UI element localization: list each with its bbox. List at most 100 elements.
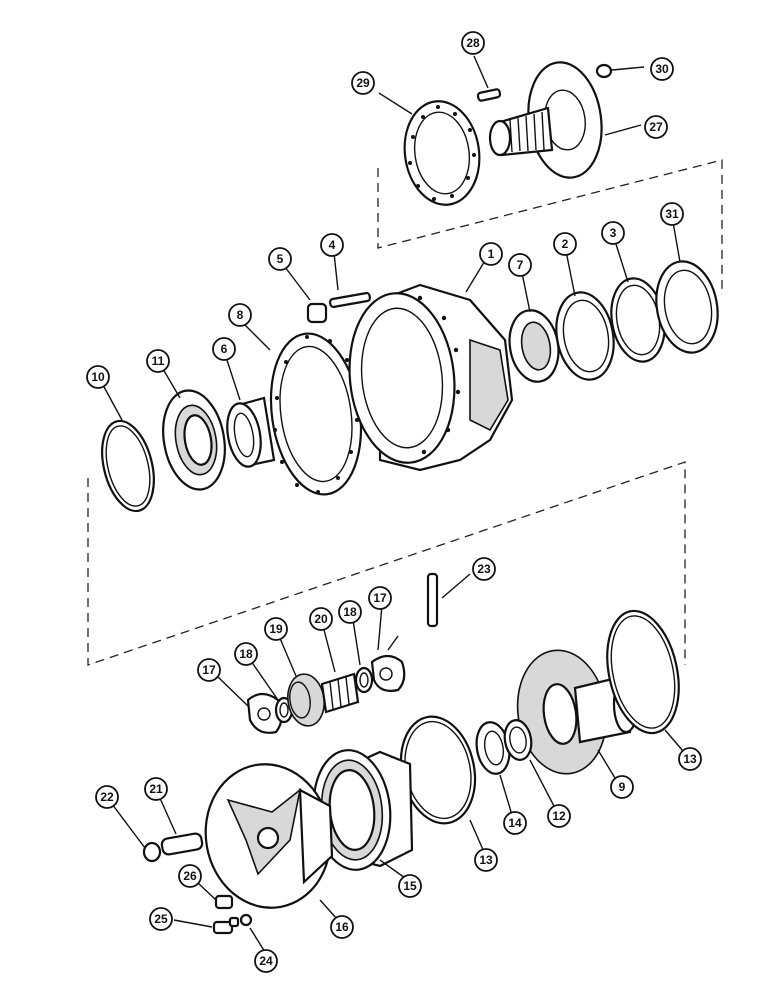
callout-circle — [178, 864, 202, 888]
callout-20: 20 — [309, 607, 333, 631]
callout-8: 8 — [228, 303, 252, 327]
callout-number: 16 — [335, 920, 349, 934]
part-flange-shaft-27 — [488, 61, 603, 179]
callout-number: 4 — [329, 238, 336, 252]
callout-circle — [479, 242, 503, 266]
callout-circle — [368, 586, 392, 610]
part-snap-ring-10 — [101, 419, 155, 513]
callout-number: 24 — [259, 954, 273, 968]
part-washer-24 — [239, 913, 253, 927]
part-seal-31 — [655, 260, 719, 354]
callout-circle — [309, 607, 333, 631]
callout-circle — [461, 31, 485, 55]
callout-circle — [644, 115, 668, 139]
part-needle-bearing-20 — [320, 672, 360, 714]
callout-29: 29 — [351, 71, 375, 95]
callout-number: 23 — [477, 562, 491, 576]
part-thrust-washer-17b — [370, 654, 406, 692]
callout-number: 20 — [314, 612, 328, 626]
callout-14: 14 — [503, 811, 527, 835]
part-washer-18b — [354, 666, 374, 694]
callout-circle — [508, 253, 532, 277]
callout-number: 7 — [517, 258, 524, 272]
callout-labels: 1234567891011121313141516171718181920212… — [86, 31, 702, 973]
callout-30: 30 — [650, 57, 674, 81]
callout-13b: 13 — [474, 848, 498, 872]
part-bearing-11 — [162, 389, 226, 491]
callout-number: 18 — [343, 605, 357, 619]
callout-circle — [503, 811, 527, 835]
callout-17a: 17 — [197, 658, 221, 682]
callout-number: 3 — [610, 226, 617, 240]
callout-26: 26 — [178, 864, 202, 888]
callout-5: 5 — [268, 247, 292, 271]
callout-number: 21 — [149, 782, 163, 796]
callout-13a: 13 — [678, 747, 702, 771]
callout-21: 21 — [144, 777, 168, 801]
callout-circle — [95, 785, 119, 809]
callout-number: 17 — [202, 663, 216, 677]
callout-number: 19 — [269, 622, 283, 636]
callout-number: 18 — [239, 647, 253, 661]
part-washer-12 — [503, 719, 533, 761]
callout-circle — [351, 71, 375, 95]
callout-circle — [146, 349, 170, 373]
callout-number: 10 — [91, 370, 105, 384]
callout-18a: 18 — [234, 642, 258, 666]
part-cup-2 — [555, 291, 615, 381]
part-pin-28 — [476, 88, 502, 102]
callout-circle — [197, 658, 221, 682]
callout-number: 5 — [277, 252, 284, 266]
callout-1: 1 — [479, 242, 503, 266]
callout-10: 10 — [86, 365, 110, 389]
leader-lines — [102, 55, 684, 953]
callout-number: 29 — [356, 76, 370, 90]
callout-number: 1 — [488, 247, 495, 261]
callout-6: 6 — [212, 337, 236, 361]
callout-circle — [254, 949, 278, 973]
callout-number: 15 — [403, 879, 417, 893]
callout-circle — [601, 221, 625, 245]
callout-number: 22 — [100, 790, 114, 804]
callout-circle — [474, 848, 498, 872]
callout-31: 31 — [660, 202, 684, 226]
callout-25: 25 — [149, 907, 173, 931]
callout-number: 30 — [655, 62, 669, 76]
part-gasket-29 — [403, 100, 481, 206]
callout-circle — [547, 804, 571, 828]
callout-number: 17 — [373, 591, 387, 605]
callout-28: 28 — [461, 31, 485, 55]
callout-9: 9 — [610, 775, 634, 799]
guide-line-middle — [87, 461, 686, 666]
part-bolt-25 — [212, 916, 240, 935]
callout-12: 12 — [547, 804, 571, 828]
callout-3: 3 — [601, 221, 625, 245]
callout-circle — [144, 777, 168, 801]
callout-circle — [268, 247, 292, 271]
callout-circle — [234, 642, 258, 666]
callout-number: 6 — [221, 342, 228, 356]
callout-number: 14 — [508, 816, 522, 830]
callout-number: 12 — [552, 809, 566, 823]
callout-circle — [610, 775, 634, 799]
callout-18b: 18 — [338, 600, 362, 624]
callout-circle — [264, 617, 288, 641]
part-bushing-22 — [142, 841, 162, 863]
callout-circle — [212, 337, 236, 361]
part-pin-23 — [426, 572, 439, 628]
callout-circle — [472, 557, 496, 581]
part-shim-3 — [610, 277, 666, 363]
callout-circle — [398, 874, 422, 898]
callout-circle — [553, 232, 577, 256]
callout-number: 31 — [665, 207, 679, 221]
callout-22: 22 — [95, 785, 119, 809]
callout-number: 11 — [152, 354, 165, 368]
part-pin-21 — [160, 832, 204, 856]
callout-19: 19 — [264, 617, 288, 641]
callout-23: 23 — [472, 557, 496, 581]
part-bearing-7 — [508, 309, 560, 383]
part-planet-gear-19 — [287, 673, 325, 727]
callout-11: 11 — [146, 349, 170, 373]
